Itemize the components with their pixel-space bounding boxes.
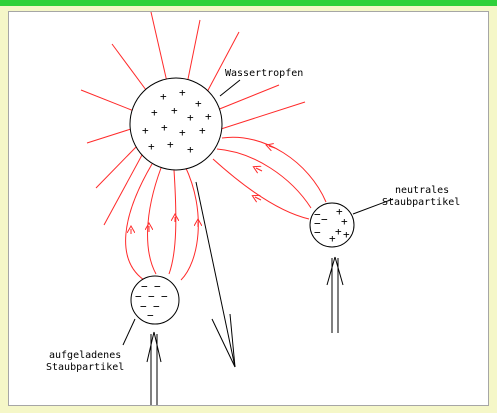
water-drop: + + + + + + + + + + + + + + <box>130 78 222 170</box>
svg-text:−: − <box>141 280 148 293</box>
charged-particle-leader-line <box>123 319 135 345</box>
neutral-particle-label-line1: neutrales <box>395 185 449 196</box>
svg-text:+: + <box>161 121 168 134</box>
svg-text:+: + <box>167 138 174 151</box>
svg-text:+: + <box>151 106 158 119</box>
svg-text:+: + <box>343 228 350 241</box>
charged-particle-label-line1: aufgeladenes <box>49 350 121 361</box>
top-accent-bar <box>0 0 497 6</box>
neutral-particle-field-lines <box>213 137 326 219</box>
water-drop-label: Wassertropfen <box>225 68 303 79</box>
water-drop-fall-arrow <box>196 182 235 367</box>
svg-text:−: − <box>321 213 328 226</box>
diagram-canvas: + + + + + + + + + + + + + + Wasse <box>9 12 489 406</box>
svg-text:−: − <box>153 300 160 313</box>
svg-text:+: + <box>148 140 155 153</box>
svg-text:−: − <box>147 309 154 322</box>
svg-text:+: + <box>187 143 194 156</box>
svg-text:+: + <box>341 215 348 228</box>
neutral-particle-label-line2: Staubpartikel <box>382 197 460 208</box>
svg-text:+: + <box>142 124 149 137</box>
svg-text:−: − <box>154 280 161 293</box>
svg-text:+: + <box>335 225 342 238</box>
water-drop-leader-line <box>220 80 240 96</box>
svg-text:+: + <box>179 126 186 139</box>
charged-particle-rise-arrow <box>147 332 161 406</box>
svg-text:−: − <box>314 226 321 239</box>
svg-text:+: + <box>171 104 178 117</box>
charged-particle-field-lines <box>126 164 199 280</box>
svg-text:+: + <box>187 111 194 124</box>
svg-text:−: − <box>140 300 147 313</box>
charged-dust-particle: − − − − − − − − <box>131 276 179 324</box>
svg-text:+: + <box>160 90 167 103</box>
neutral-dust-particle: − − − − + + + + + <box>310 203 354 247</box>
svg-text:−: − <box>161 290 168 303</box>
neutral-particle-rise-arrow <box>327 257 343 333</box>
diagram-frame: + + + + + + + + + + + + + + Wasse <box>8 11 489 406</box>
charged-particle-label-line2: Staubpartikel <box>46 362 124 373</box>
svg-text:+: + <box>329 232 336 245</box>
svg-text:+: + <box>195 97 202 110</box>
svg-text:+: + <box>179 86 186 99</box>
svg-text:+: + <box>205 110 212 123</box>
svg-text:+: + <box>199 124 206 137</box>
